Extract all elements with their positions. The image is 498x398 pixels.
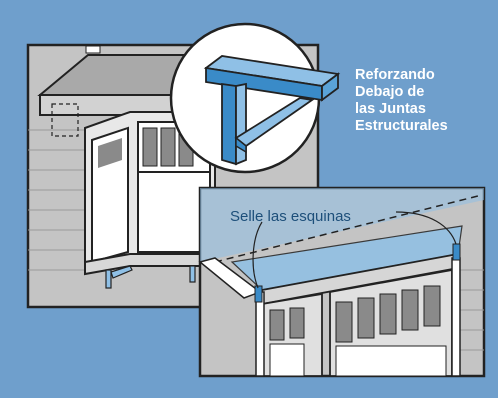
top-label-line-3: las Juntas bbox=[355, 101, 426, 117]
top-label-line-4: Estructurales bbox=[355, 118, 448, 134]
bracket-detail-callout bbox=[169, 22, 341, 174]
top-label-line-1: Reforzando bbox=[355, 67, 435, 83]
right-panel bbox=[198, 186, 486, 378]
top-label-line-2: Debajo de bbox=[355, 84, 424, 100]
top-callout-label: Reforzando Debajo de las Juntas Estructu… bbox=[355, 67, 448, 134]
bottom-label: Selle las esquinas bbox=[230, 208, 351, 225]
